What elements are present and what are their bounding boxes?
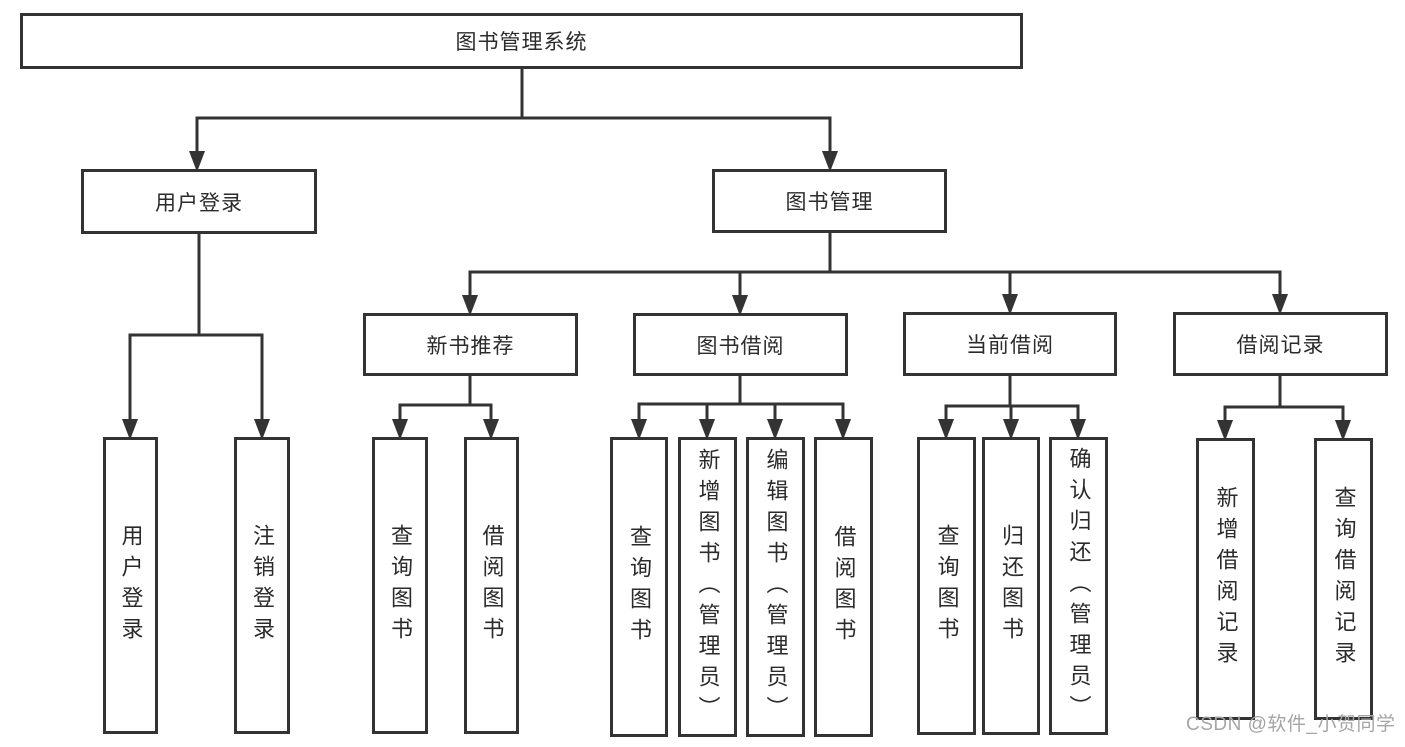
node-label: 归还图书 xyxy=(999,524,1024,648)
node-label: 确认归还（管理员） xyxy=(1066,446,1092,726)
node-book-management: 图书管理 xyxy=(712,169,947,233)
node-label: 新书推荐 xyxy=(426,334,515,358)
node-label: 用户登录 xyxy=(155,191,243,215)
node-label: 编辑图书（管理员） xyxy=(763,447,789,727)
node-label: 查询借阅记录 xyxy=(1331,486,1357,672)
node-label: 借阅记录 xyxy=(1236,334,1325,357)
node-current-borrow: 当前借阅 xyxy=(903,312,1117,376)
node-borrow-records: 借阅记录 xyxy=(1173,312,1388,376)
node-bb-edit-books-admin: 编辑图书（管理员） xyxy=(746,437,805,737)
node-library-system: 图书管理系统 xyxy=(20,13,1023,69)
node-bb-borrow-books: 借阅图书 xyxy=(814,437,873,737)
csdn-watermark: CSDN @软件_小贺同学 xyxy=(1186,714,1396,735)
node-label: 查询图书 xyxy=(627,525,652,649)
node-new-book-recommend: 新书推荐 xyxy=(363,313,578,376)
node-br-query-record: 查询借阅记录 xyxy=(1314,438,1373,720)
node-nb-borrow-books: 借阅图书 xyxy=(464,437,519,734)
node-label: 图书管理系统 xyxy=(455,31,588,54)
node-br-add-record: 新增借阅记录 xyxy=(1196,438,1255,720)
node-label: 借阅图书 xyxy=(831,525,857,649)
node-cb-return-books: 归还图书 xyxy=(982,437,1040,735)
node-leaf-logout: 注销登录 xyxy=(234,437,290,734)
node-book-borrow: 图书借阅 xyxy=(633,313,848,376)
node-label: 新增图书（管理员） xyxy=(695,447,721,727)
node-label: 查询图书 xyxy=(388,523,413,648)
node-nb-query-books: 查询图书 xyxy=(372,437,428,734)
node-leaf-user-login: 用户登录 xyxy=(103,437,158,734)
node-user-login: 用户登录 xyxy=(81,169,317,234)
node-bb-query-books: 查询图书 xyxy=(610,437,668,737)
node-label: 图书管理 xyxy=(785,191,874,214)
node-label: 查询图书 xyxy=(934,524,960,648)
node-label: 借阅图书 xyxy=(479,523,505,648)
node-bb-add-books-admin: 新增图书（管理员） xyxy=(678,437,737,737)
node-cb-query-books: 查询图书 xyxy=(917,437,976,735)
node-label: 注销登录 xyxy=(250,523,275,648)
node-cb-confirm-return-admin: 确认归还（管理员） xyxy=(1049,437,1108,735)
node-label: 用户登录 xyxy=(118,523,144,648)
node-label: 新增借阅记录 xyxy=(1213,486,1239,672)
node-label: 图书借阅 xyxy=(696,334,785,358)
node-label: 当前借阅 xyxy=(966,334,1054,357)
